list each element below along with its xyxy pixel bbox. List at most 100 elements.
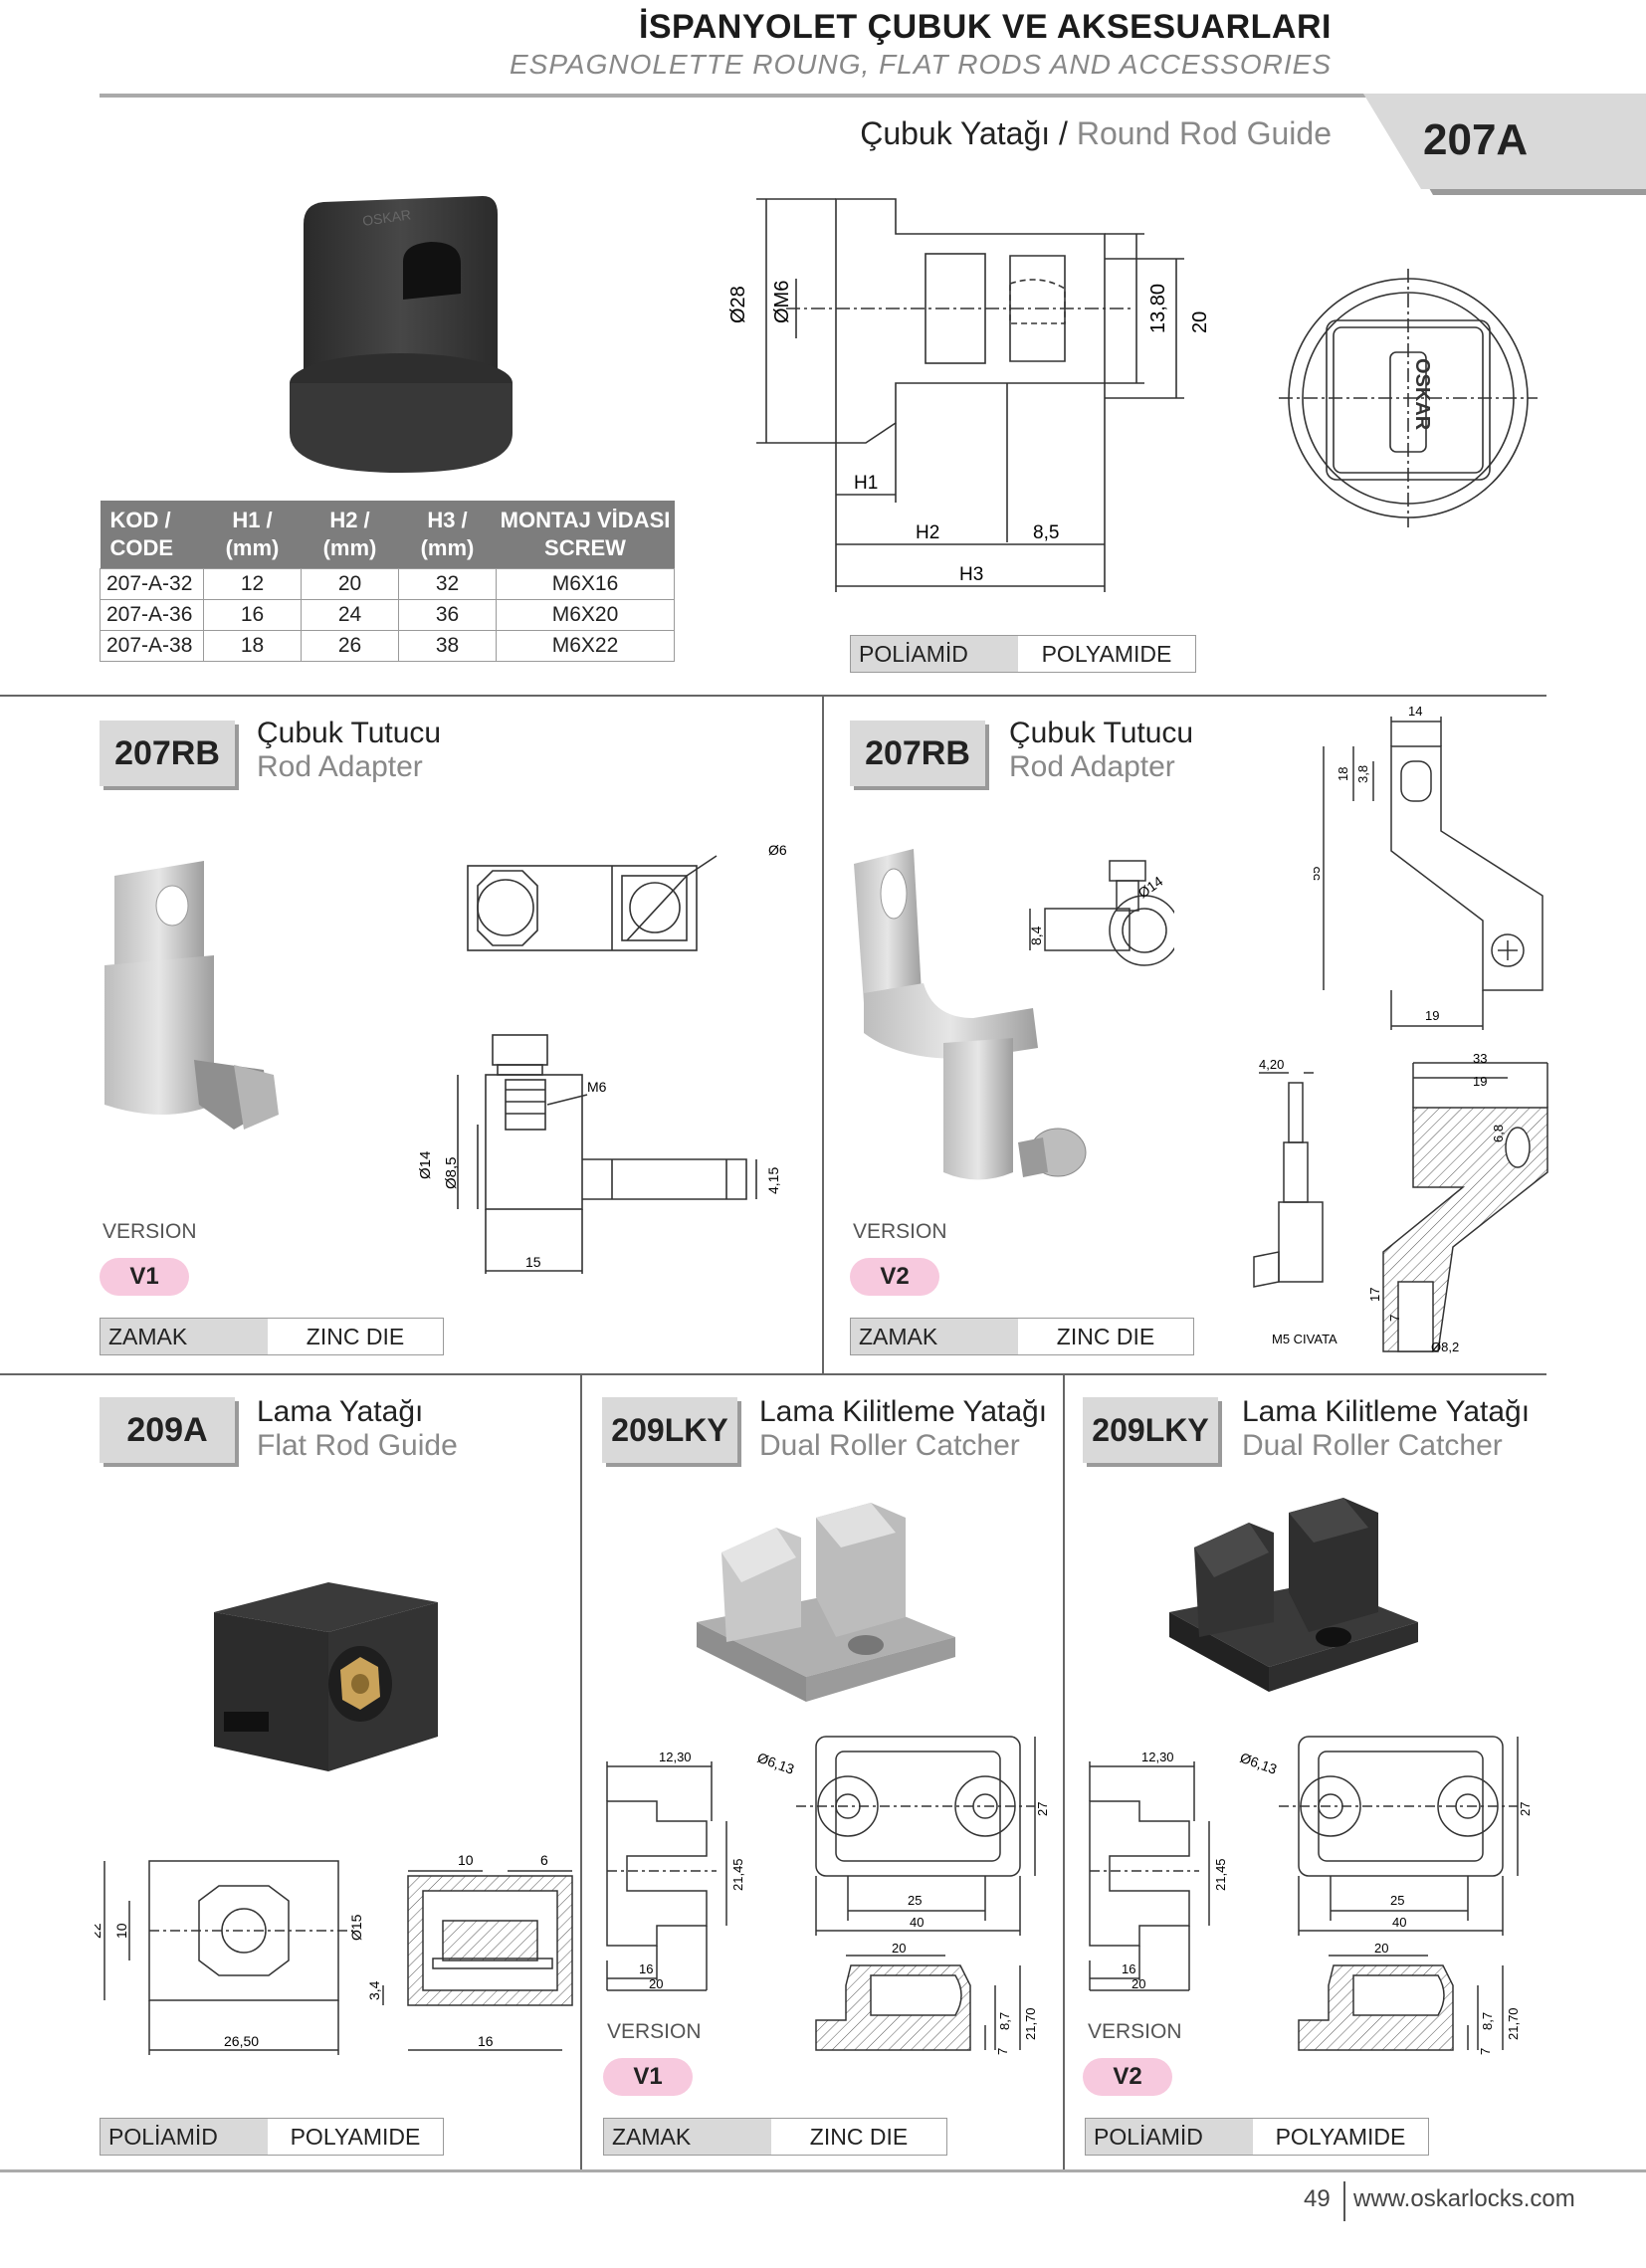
dim-label: 25 <box>1390 1893 1404 1908</box>
table-cell: 26 <box>301 630 399 662</box>
dim-label: 20 <box>1132 1976 1145 1991</box>
product-image-209lky-v1 <box>697 1503 955 1702</box>
material-tr: ZAMAK <box>101 1319 268 1354</box>
title-tr-207a: Çubuk Yatağı / <box>860 115 1068 151</box>
dim-label: H1 <box>854 473 878 494</box>
title-tr: Çubuk Tutucu <box>257 717 442 749</box>
table-cell: 16 <box>203 599 302 631</box>
section-title-209a: Lama Yatağı Flat Rod Guide <box>257 1395 458 1463</box>
dim-label: 12,30 <box>659 1750 692 1764</box>
title-tr: Çubuk Tutucu <box>1009 717 1194 749</box>
table-cell: M6X16 <box>496 568 675 600</box>
dim-label: 8,5 <box>1033 522 1059 543</box>
version-badge: V1 <box>603 2058 693 2096</box>
section-title-207rb-v1: Çubuk Tutucu Rod Adapter <box>257 717 441 784</box>
title-tr: Lama Kilitleme Yatağı <box>759 1395 1048 1428</box>
technical-drawing-209a: 22 10 26,50 Ø15 3,4 10 6 16 <box>95 1852 573 2055</box>
dim-label: 26,50 <box>224 2033 259 2049</box>
dim-label: 19 <box>1473 1074 1487 1089</box>
version-label: VERSION <box>853 1220 947 1243</box>
dim-label: Ø8,2 <box>1431 1340 1459 1354</box>
dim-label: 16 <box>639 1961 653 1976</box>
version-badge: V2 <box>1083 2058 1172 2096</box>
material-en: ZINC DIE <box>1018 1319 1193 1354</box>
material-box-209lky-v2: POLİAMİD POLYAMIDE <box>1085 2118 1429 2156</box>
dim-label: 4,15 <box>765 1167 781 1194</box>
dim-label: 17 <box>1367 1288 1382 1302</box>
table-cell: 207-A-32 <box>100 568 204 600</box>
table-row: 207-A-32 12 20 32 M6X16 <box>100 568 675 600</box>
section-title-209lky-v1: Lama Kilitleme Yatağı Dual Roller Catche… <box>759 1395 1047 1463</box>
table-header: H1 / (mm) <box>203 501 302 569</box>
dim-label: H2 <box>916 522 939 543</box>
material-box-209a: POLİAMİD POLYAMIDE <box>100 2118 444 2156</box>
title-en-207a: Round Rod Guide <box>1076 115 1332 151</box>
section-view-207rb-v2: 4,20 33 19 6,8 17 7 Ø8,2 M5 CIVATA <box>1253 1053 1548 1354</box>
product-image-207rb-v2 <box>854 849 1087 1180</box>
dim-label: Ø6,13 <box>1238 1750 1280 1777</box>
page-header: İSPANYOLET ÇUBUK VE AKSESUARLARI ESPAGNO… <box>510 8 1332 81</box>
column-divider <box>580 1375 582 2171</box>
dim-label: 18 <box>1336 767 1350 781</box>
dim-label: 14 <box>1408 704 1422 719</box>
top-view-207a: OSKAR <box>1279 269 1538 527</box>
dim-label: 6 <box>540 1852 548 1868</box>
dim-label: 19 <box>1425 1008 1439 1023</box>
technical-drawing-207rb-v1: Ø6 M6 Ø14 Ø8,5 4,15 15 <box>417 842 787 1274</box>
product-image-209a <box>214 1582 438 1771</box>
table-cell: 20 <box>301 568 399 600</box>
column-divider <box>1063 1375 1065 2171</box>
material-tr: POLİAMİD <box>101 2119 268 2155</box>
version-badge: V1 <box>100 1258 189 1296</box>
page-title: İSPANYOLET ÇUBUK VE AKSESUARLARI <box>638 8 1332 46</box>
dim-label: 13,80 <box>1147 284 1169 333</box>
material-en: ZINC DIE <box>268 1319 443 1354</box>
footer-divider <box>1343 2181 1345 2221</box>
website-link[interactable]: www.oskarlocks.com <box>1353 2185 1575 2212</box>
dim-label: Ø8,5 <box>443 1156 460 1189</box>
title-en: Rod Adapter <box>257 750 423 783</box>
dim-label: 21,70 <box>1023 2007 1038 2040</box>
dim-label: 55 <box>1314 867 1323 881</box>
spec-table-207a: KOD / CODE H1 / (mm) H2 / (mm) H3 / (mm)… <box>100 501 675 662</box>
dim-label: 16 <box>478 2033 494 2049</box>
title-en: Flat Rod Guide <box>257 1429 458 1462</box>
version-badge: V2 <box>850 1258 939 1296</box>
dim-label: Ø14 <box>417 1151 434 1179</box>
dim-label: Ø6,13 <box>755 1750 797 1777</box>
table-cell: 207-A-38 <box>100 630 204 662</box>
dim-label: 3,8 <box>1355 765 1370 783</box>
dim-label: M5 CIVATA <box>1272 1332 1337 1346</box>
header-rule <box>100 94 1383 98</box>
dim-label: 7 <box>995 2048 1010 2055</box>
dim-label: 10 <box>113 1923 129 1939</box>
table-header: H3 / (mm) <box>398 501 497 569</box>
product-image-207rb-v1 <box>104 861 279 1130</box>
material-tr: POLİAMİD <box>1086 2119 1253 2155</box>
product-image-207a: OSKAR <box>290 196 513 473</box>
dim-label: 22 <box>95 1923 103 1939</box>
technical-drawing-207a: Ø28 ØM6 13,80 20 H1 H2 8,5 H3 <box>727 198 1211 592</box>
material-en: POLYAMIDE <box>1018 636 1195 672</box>
code-tab-207rb-v1: 207RB <box>100 721 235 786</box>
table-cell: 36 <box>398 599 497 631</box>
title-en: Dual Roller Catcher <box>1242 1429 1503 1462</box>
dim-label: 15 <box>525 1254 541 1270</box>
material-box-207rb-v2: ZAMAK ZINC DIE <box>850 1318 1194 1355</box>
dim-label: 3,4 <box>366 1980 382 2000</box>
technical-drawing-209lky-v2: 12,30 21,45 16 20 Ø6,13 27 25 40 20 8,7 … <box>1089 1736 1533 2055</box>
page-subtitle: ESPAGNOLETTE ROUNG, FLAT RODS AND ACCESS… <box>509 49 1332 80</box>
code-tab-207rb-v2: 207RB <box>850 721 985 786</box>
section-divider <box>0 695 1546 697</box>
footer-rule <box>0 2169 1646 2172</box>
table-header: MONTAJ VİDASI SCREW <box>496 501 675 569</box>
technical-drawing-209lky-v1: 12,30 21,45 16 20 Ø6,13 27 25 40 20 8,7 … <box>606 1736 1050 2055</box>
section-title-207rb-v2: Çubuk Tutucu Rod Adapter <box>1009 717 1193 784</box>
section-title-207a: Çubuk Yatağı / Round Rod Guide <box>860 115 1332 152</box>
dim-label: 21,45 <box>730 1858 745 1891</box>
dim-label: 40 <box>910 1915 924 1930</box>
table-cell: 38 <box>398 630 497 662</box>
dim-label: 33 <box>1473 1053 1487 1066</box>
dim-label: 6,8 <box>1491 1125 1506 1142</box>
logo-text: OSKAR <box>1411 358 1433 431</box>
